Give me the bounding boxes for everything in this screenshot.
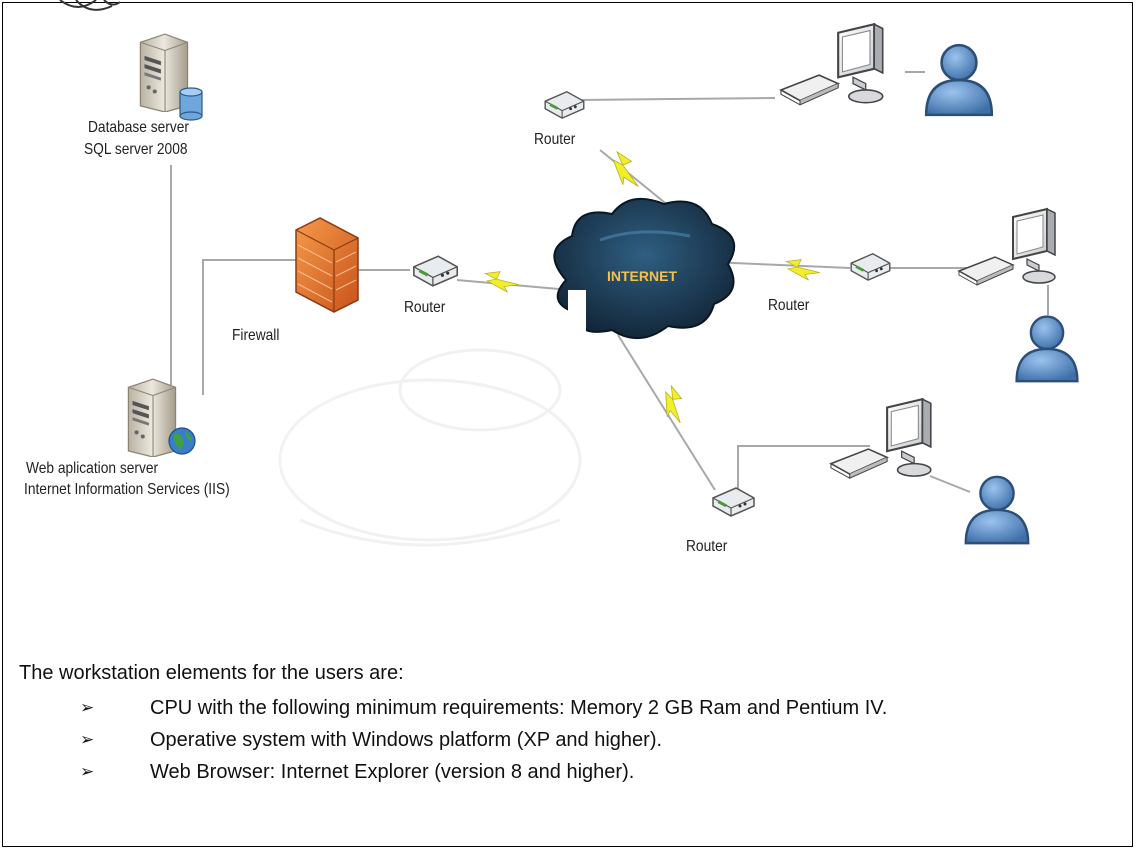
background-watermark [278, 348, 582, 547]
requirements-list: ➢ CPU with the following minimum requirem… [19, 692, 1119, 788]
requirements-intro: The workstation elements for the users a… [19, 662, 404, 684]
router-top-label: Router [534, 131, 576, 148]
lightning-left-icon [484, 271, 520, 293]
arrow-bullet-icon: ➢ [80, 762, 95, 782]
list-item: ➢ CPU with the following minimum requirem… [19, 692, 1119, 724]
workstation-right-icon [957, 207, 1057, 287]
web-server-sublabel: Internet Information Services (IIS) [24, 481, 230, 498]
router-bottom-icon [712, 487, 755, 517]
firewall-icon [295, 217, 359, 313]
list-item: ➢ Operative system with Windows platform … [19, 724, 1119, 756]
cloud-to-right-router-line [709, 261, 851, 269]
user-right-icon [1015, 315, 1079, 383]
database-server-icon [139, 33, 203, 121]
firewall-label: Firewall [232, 327, 280, 344]
cloud-mask [568, 290, 586, 332]
db-server-sublabel: SQL server 2008 [84, 141, 188, 158]
router-bottom-label: Router [686, 538, 728, 555]
web-server-label: Web aplication server [26, 460, 159, 477]
router-right-label: Router [768, 297, 810, 314]
user-bottom-icon [964, 475, 1030, 545]
lightning-top-icon [602, 149, 649, 194]
list-item: ➢ Web Browser: Internet Explorer (version… [19, 756, 1119, 788]
router-left-label: Router [404, 299, 446, 316]
lightning-right-icon [785, 259, 821, 281]
lightning-bottom-icon [653, 384, 693, 428]
list-item-text: Operative system with Windows platform (… [150, 729, 663, 751]
bottom-router-line [737, 445, 870, 500]
workstation-requirements: The workstation elements for the users a… [19, 660, 1119, 788]
web-to-firewall-line [202, 259, 296, 395]
globe-icon [168, 427, 196, 455]
internet-cloud-icon [553, 197, 736, 340]
bottom-user-line [929, 475, 971, 493]
top-router-line [579, 97, 776, 101]
logo-fragment [59, 0, 121, 11]
arrow-bullet-icon: ➢ [80, 730, 95, 750]
workstation-bottom-icon [829, 398, 932, 480]
arrow-bullet-icon: ➢ [80, 698, 95, 718]
list-item-text: CPU with the following minimum requireme… [150, 697, 888, 719]
internet-label: INTERNET [607, 268, 677, 284]
db-server-label: Database server [88, 119, 189, 136]
web-server-icon [127, 378, 196, 457]
workstation-top-icon [779, 22, 884, 107]
database-cylinder-icon [179, 87, 203, 121]
list-item-text: Web Browser: Internet Explorer (version … [150, 761, 635, 783]
router-left-icon [413, 255, 459, 287]
router-top-icon [544, 91, 585, 119]
user-top-icon [924, 43, 994, 117]
router-right-icon [850, 253, 891, 281]
network-diagram: INTERNET [59, 0, 1079, 547]
